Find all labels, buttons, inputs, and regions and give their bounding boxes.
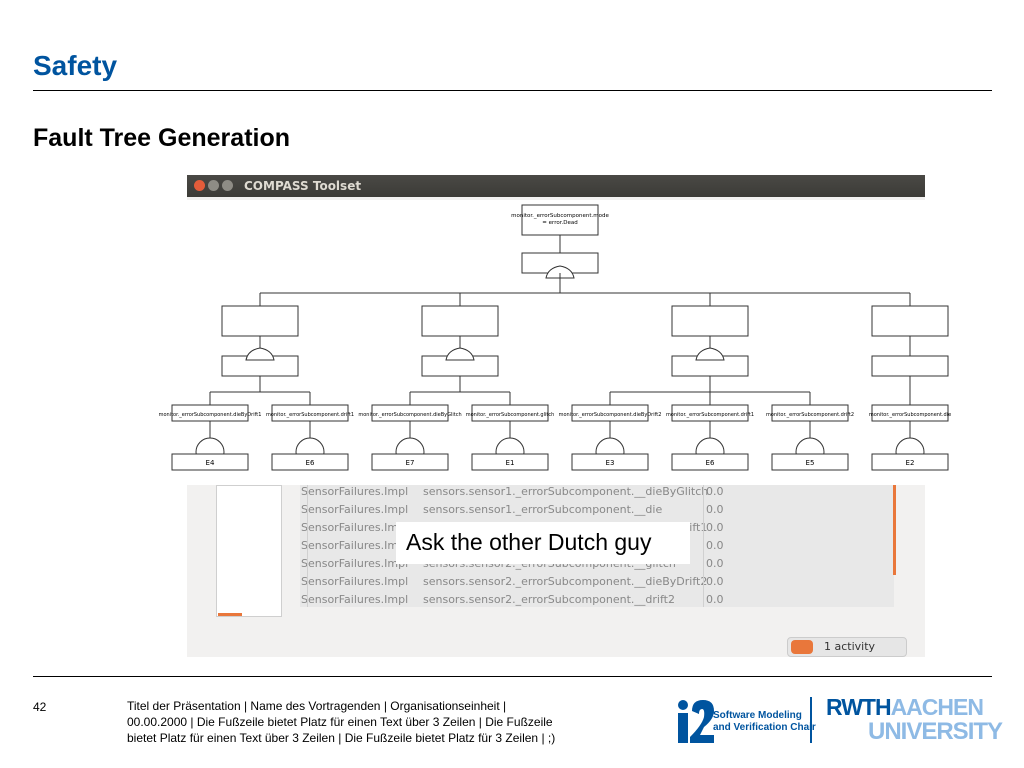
scrollbar[interactable]: [893, 485, 896, 575]
column-separator: [703, 483, 704, 607]
table-cell: 0.0: [706, 593, 724, 606]
basic-event-box: [371, 453, 449, 471]
table-cell: 0.0: [706, 503, 724, 516]
table-cell: SensorFailures.Impl: [301, 521, 409, 534]
slide-title: Safety: [33, 50, 118, 81]
table-cell: 0.0: [706, 521, 724, 534]
window-titlebar: COMPASS Toolset: [187, 175, 925, 197]
chair-logo-text: Software Modeling and Verification Chair: [713, 710, 816, 734]
basic-event-box: [871, 453, 949, 471]
column-separator: [307, 483, 308, 607]
table-row[interactable]: SensorFailures.Impl sensors.sensor2._erro…: [300, 591, 894, 609]
or-gate-icon: [245, 347, 275, 361]
basic-event-label: E6: [706, 459, 715, 467]
basic-event-box: [671, 453, 749, 471]
basic-event-label: E7: [406, 459, 415, 467]
page-number: 42: [33, 700, 47, 714]
close-icon[interactable]: [194, 180, 205, 191]
i2-logo-icon: [678, 700, 714, 743]
or-gate-icon: [695, 347, 725, 361]
logo-separator: [810, 697, 812, 743]
callout-text: Ask the other Dutch guy: [406, 529, 652, 555]
table-row[interactable]: SensorFailures.Impl sensors.sensor2._erro…: [300, 573, 894, 591]
callout-box: Ask the other Dutch guy: [396, 522, 690, 564]
table-cell: sensors.sensor1._errorSubcomponent.__die…: [423, 485, 709, 498]
university-wordmark: UNIVERSITY: [868, 718, 1003, 745]
footer-divider: [33, 676, 992, 677]
footer-line: Titel der Präsentation | Name des Vortra…: [127, 699, 507, 713]
table-cell: 0.0: [706, 575, 724, 588]
footer-line: 00.00.2000 | Die Fußzeile bietet Platz f…: [127, 715, 553, 729]
table-cell: sensors.sensor2._errorSubcomponent.__dri…: [423, 593, 675, 606]
slide-subtitle: Fault Tree Generation: [33, 124, 291, 152]
leaf-label: monitor._errorSubcomponent.drift1: [666, 412, 754, 418]
gate-box: [871, 355, 949, 377]
leaf-label: monitor._errorSubcomponent.die: [869, 412, 951, 418]
table-cell: SensorFailures.Impl: [301, 539, 409, 552]
table-cell: SensorFailures.Impl: [301, 557, 409, 570]
aachen-wordmark: AACHEN: [890, 694, 984, 720]
top-event: [521, 204, 599, 236]
chair-name-line: Software Modeling: [713, 710, 802, 721]
basic-event-label: E4: [206, 459, 215, 467]
basic-event-label: E6: [306, 459, 315, 467]
table-cell: 0.0: [706, 485, 724, 498]
basic-event-label: E2: [906, 459, 915, 467]
intermediate-event: [421, 305, 499, 337]
left-panel-progress: [218, 613, 242, 616]
table-cell: 0.0: [706, 557, 724, 570]
intermediate-event: [671, 305, 749, 337]
intermediate-event: [871, 305, 949, 337]
fault-tree-diagram: monitor._errorSubcomponent.mode= error.D…: [155, 200, 957, 485]
intermediate-event: [221, 305, 299, 337]
basic-event-box: [771, 453, 849, 471]
activity-indicator[interactable]: 1 activity: [787, 637, 907, 657]
basic-event-box: [271, 453, 349, 471]
activity-label: 1 activity: [824, 640, 876, 653]
or-gate-icon: [445, 347, 475, 361]
leaf-label: monitor._errorSubcomponent.dieByGlitch: [358, 412, 461, 418]
leaf-label: monitor._errorSubcomponent.glitch: [466, 412, 555, 418]
leaf-label: monitor._errorSubcomponent.dieByDrift1: [159, 412, 262, 418]
or-gate-icon: [545, 265, 575, 279]
table-row[interactable]: SensorFailures.Impl sensors.sensor1._erro…: [300, 483, 894, 501]
footer-line: bietet Platz für einen Text über 3 Zeile…: [127, 731, 556, 745]
activity-icon: [791, 640, 813, 654]
basic-event-box: [471, 453, 549, 471]
footer-text: Titel der Präsentation | Name des Vortra…: [127, 698, 607, 746]
top-event-label: monitor._errorSubcomponent.mode: [511, 213, 609, 219]
leaf-label: monitor._errorSubcomponent.dieByDrift2: [559, 412, 662, 418]
window-title: COMPASS Toolset: [244, 179, 362, 193]
basic-event-box: [571, 453, 649, 471]
table-cell: SensorFailures.Impl: [301, 575, 409, 588]
table-row[interactable]: SensorFailures.Impl sensors.sensor1._erro…: [300, 501, 894, 519]
maximize-icon[interactable]: [222, 180, 233, 191]
basic-event-box: [171, 453, 249, 471]
table-cell: sensors.sensor2._errorSubcomponent.__die…: [423, 575, 708, 588]
table-cell: SensorFailures.Impl: [301, 593, 409, 606]
table-cell: SensorFailures.Impl: [301, 503, 409, 516]
table-cell: sensors.sensor1._errorSubcomponent.__die: [423, 503, 663, 516]
left-panel: [216, 485, 282, 617]
minimize-icon[interactable]: [208, 180, 219, 191]
chair-name-line: and Verification Chair: [713, 722, 816, 733]
top-event-label: = error.Dead: [542, 220, 577, 226]
table-cell: SensorFailures.Impl: [301, 485, 409, 498]
title-divider: [33, 90, 992, 91]
basic-event-label: E1: [506, 459, 515, 467]
leaf-label: monitor._errorSubcomponent.drift1: [266, 412, 354, 418]
table-cell: 0.0: [706, 539, 724, 552]
rwth-wordmark: RWTH: [826, 694, 892, 720]
basic-event-label: E5: [806, 459, 815, 467]
basic-event-label: E3: [606, 459, 615, 467]
leaf-label: monitor._errorSubcomponent.drift2: [766, 412, 854, 418]
rwth-logo: RWTHAACHEN: [826, 694, 984, 720]
